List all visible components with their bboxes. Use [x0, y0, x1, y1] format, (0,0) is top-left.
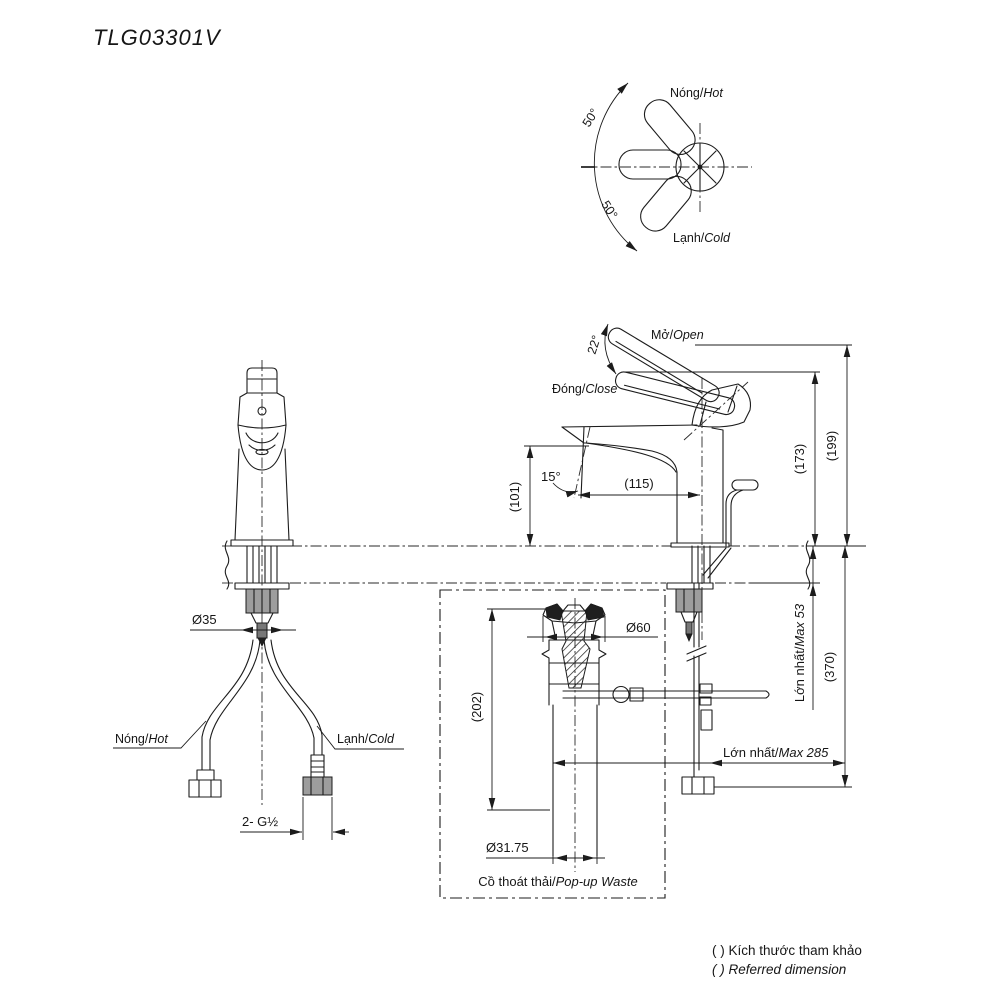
rotation-angle-hot: 50° — [580, 106, 602, 129]
handle-rotation-view: 50° 50° Nóng/Hot Lạnh/Cold — [580, 82, 752, 252]
cold-label-top: Lạnh/Cold — [673, 231, 731, 245]
pipe-diameter-label: Ø31.75 — [486, 840, 529, 855]
handle-position-center — [618, 149, 682, 180]
outlet-height-dimension: (101) — [507, 482, 522, 512]
break-symbol-right — [805, 540, 811, 590]
open-label: Mở/Open — [651, 328, 704, 342]
max-rod-length-label: Lớn nhất/Max 285 — [723, 745, 829, 760]
drawing-title: TLG03301V — [93, 25, 222, 50]
rotation-angle-cold: 50° — [598, 198, 620, 221]
footnotes: ( ) Kích thước tham khảo ( ) Referred di… — [712, 943, 862, 977]
close-label: Đóng/Close — [552, 382, 617, 396]
note-vietnamese: ( ) Kích thước tham khảo — [712, 943, 862, 958]
open-angle-label: 22° — [585, 334, 604, 356]
handle-position-hot — [643, 99, 696, 155]
popup-waste-caption: Cồ thoát thải/Pop-up Waste — [478, 874, 637, 889]
faucet-front-view: Ø35 Nóng/Hot Lạnh/Cold 2- G½ — [113, 360, 404, 840]
note-english: ( ) Referred dimension — [712, 962, 846, 977]
handle-position-cold — [640, 175, 692, 232]
popup-length-dimension: (202) — [469, 692, 484, 722]
outlet-angle-label: 15° — [541, 469, 561, 484]
popup-waste-boundary — [439, 589, 666, 899]
hot-label-top: Nóng/Hot — [670, 86, 723, 100]
flange-diameter-label: Ø60 — [626, 620, 651, 635]
under-counter-depth-dimension: (370) — [822, 652, 837, 682]
hot-label-front: Nóng/Hot — [115, 732, 168, 746]
reach-dimension: (115) — [624, 476, 653, 491]
thread-size-label: 2- G½ — [242, 814, 278, 829]
total-height-dimension: (199) — [824, 431, 839, 461]
countertop-lines — [222, 540, 866, 590]
spout-height-dimension: (173) — [792, 444, 807, 474]
mounting-nut-right — [675, 588, 703, 613]
handle-closed-position — [614, 371, 736, 416]
max-counter-thickness-label: Lớn nhất/Max 53 — [792, 603, 807, 702]
popup-waste-detail: Ø60 (202) Ø31.75 Cồ thoát thải/Pop-up Wa… — [439, 589, 666, 899]
break-symbol-left — [224, 540, 230, 590]
below-counter-assembly: Lớn nhất/Max 53 (370) Lớn nhất/Max 285 — [553, 545, 852, 795]
cold-inlet-fitting — [302, 776, 333, 796]
cold-label-front: Lạnh/Cold — [337, 732, 395, 746]
faucet-side-view: 22° Mở/Open Đóng/Close 15° (115) (101) (… — [507, 323, 852, 640]
body-diameter-label: Ø35 — [192, 612, 217, 627]
